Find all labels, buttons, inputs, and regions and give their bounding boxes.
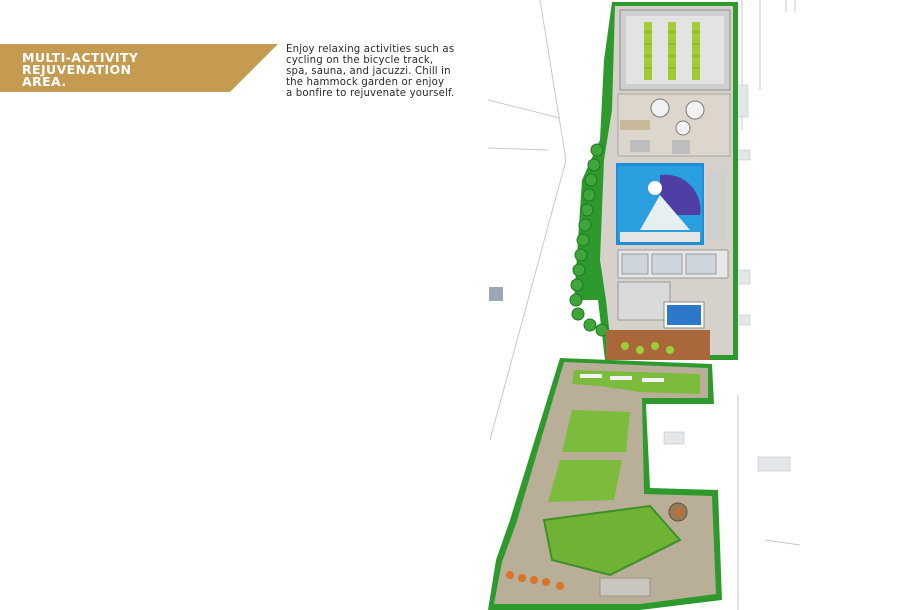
section-title-line: REJUVENATION [22,62,132,77]
central-plaza [617,93,731,157]
deck-planting [621,342,674,354]
hammock-markers [580,374,664,382]
description-line: a bonfire to rejuvenate yourself. [286,88,455,99]
solar-panel-area [619,9,731,91]
swimming-pool [667,305,701,325]
hammock-garden [572,370,700,394]
section-description: Enjoy relaxing activities such as cyclin… [286,44,536,99]
tree-row [569,143,609,337]
plot-boundary-lines [487,0,801,610]
description-line: the hammock garden or enjoy [286,77,445,88]
section-title-line: MULTI-ACTIVITY [22,50,139,65]
description-line: Enjoy relaxing activities such as [286,44,455,55]
neighbour-blocks [663,84,791,472]
lawn-middle [548,460,622,502]
section-title-line: AREA. [22,74,67,89]
pavilion [599,577,651,597]
outside-structure [489,287,503,301]
description-line: cycling on the bicycle track, [286,55,434,66]
banner-ribbon [0,44,278,92]
site-plan-illustration [487,0,801,610]
main-lawn [542,504,682,577]
spa-blocks [617,249,729,321]
bonfire-area [668,502,688,522]
perimeter-trees [506,571,564,590]
water-feature-court [616,163,726,245]
section-title: MULTI-ACTIVITY REJUVENATION AREA. [22,50,139,89]
lawn-upper [562,410,630,452]
description-line: spa, sauna, and jacuzzi. Chill in [286,66,451,77]
section-banner: MULTI-ACTIVITY REJUVENATION AREA. [0,44,278,92]
